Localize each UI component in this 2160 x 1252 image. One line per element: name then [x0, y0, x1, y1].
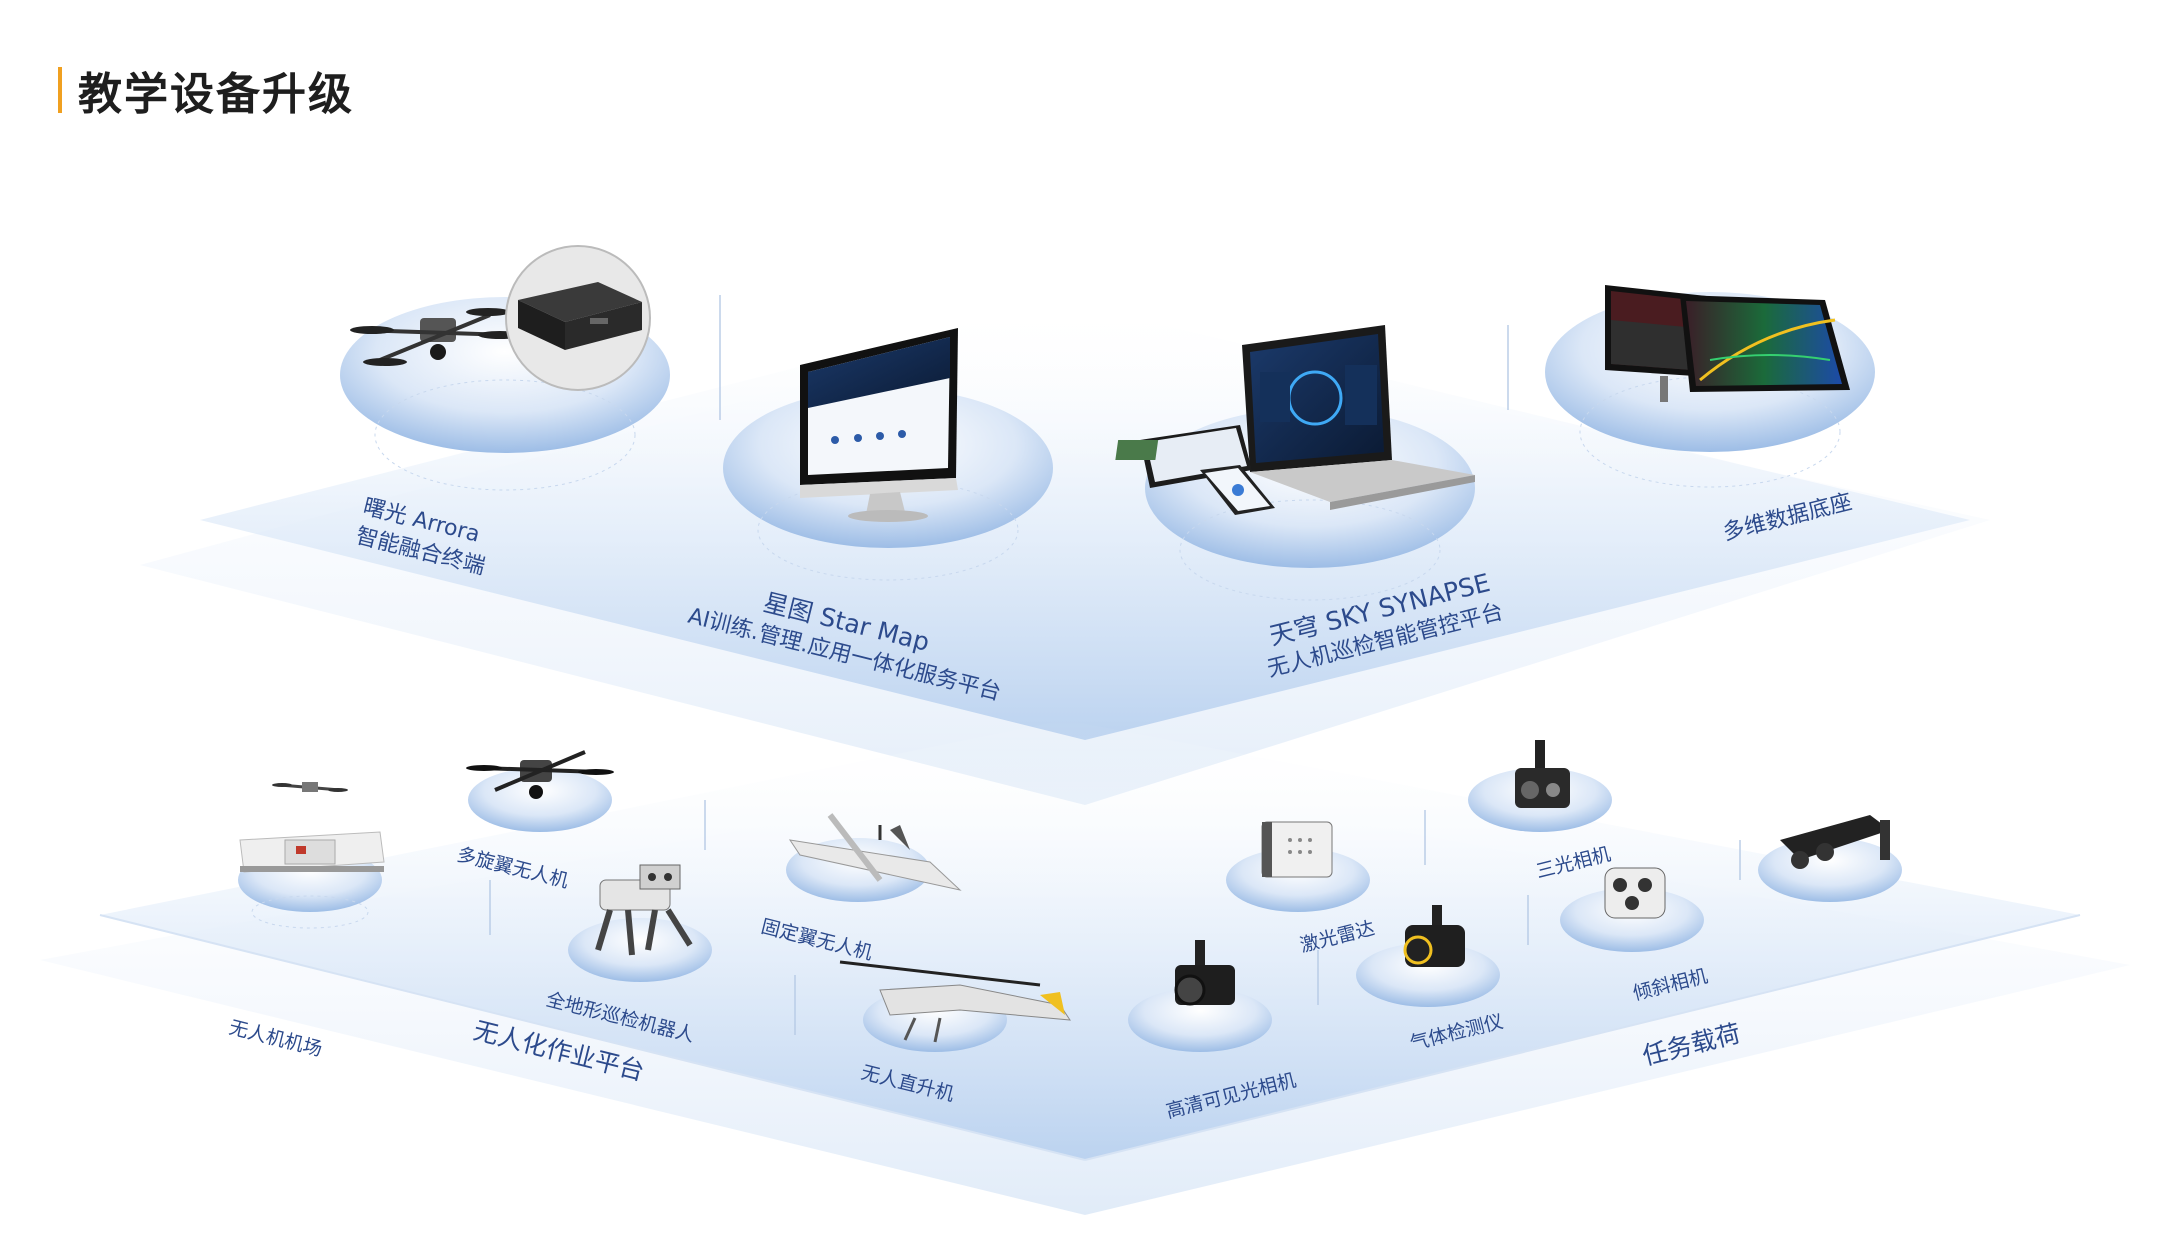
title-accent-bar	[58, 67, 62, 113]
multirotor-drone-icon	[466, 750, 614, 799]
divider-lines	[489, 295, 1741, 1035]
fixed-wing-node	[786, 813, 962, 902]
phone-icon	[1200, 465, 1275, 515]
sky-synapse-node	[1115, 325, 1475, 601]
robot-dog-icon	[595, 864, 693, 956]
gas-detector-icon	[1403, 905, 1465, 967]
drone-dock-node	[238, 782, 385, 929]
mini-drone-icon	[272, 782, 348, 792]
data-base-node	[1545, 285, 1875, 488]
tri-light-camera-node	[1468, 740, 1612, 832]
monitor-icon	[800, 328, 958, 522]
page-header: 教学设备升级	[58, 58, 354, 122]
payload-extra-node	[1758, 815, 1902, 902]
lidar-node	[1226, 821, 1370, 912]
starmap-node	[723, 328, 1053, 581]
multi-lens-payload-icon	[1780, 815, 1890, 869]
camera-gimbal-icon	[1174, 940, 1235, 1006]
drone-dock-icon	[239, 831, 385, 873]
multirotor-node	[466, 750, 614, 832]
terminal-box-icon	[518, 282, 642, 350]
helicopter-node	[839, 960, 1071, 1052]
helicopter-icon	[839, 960, 1071, 1043]
laptop-icon	[1242, 325, 1475, 510]
visible-camera-node	[1128, 940, 1272, 1052]
dual-monitor-icon	[1605, 285, 1850, 402]
page-title: 教学设备升级	[78, 69, 354, 120]
oblique-camera-node	[1560, 867, 1704, 952]
oblique-camera-icon	[1604, 867, 1666, 919]
robot-dog-node	[568, 864, 712, 982]
gas-detector-node	[1356, 905, 1500, 1007]
lidar-icon	[1261, 821, 1333, 878]
fixed-wing-icon	[788, 813, 962, 891]
hardware-plate-top	[100, 720, 2080, 1160]
tri-light-camera-icon	[1515, 740, 1570, 808]
arrora-node	[340, 245, 670, 491]
drone-icon	[350, 308, 522, 366]
hardware-layer-plate	[40, 720, 2130, 1215]
